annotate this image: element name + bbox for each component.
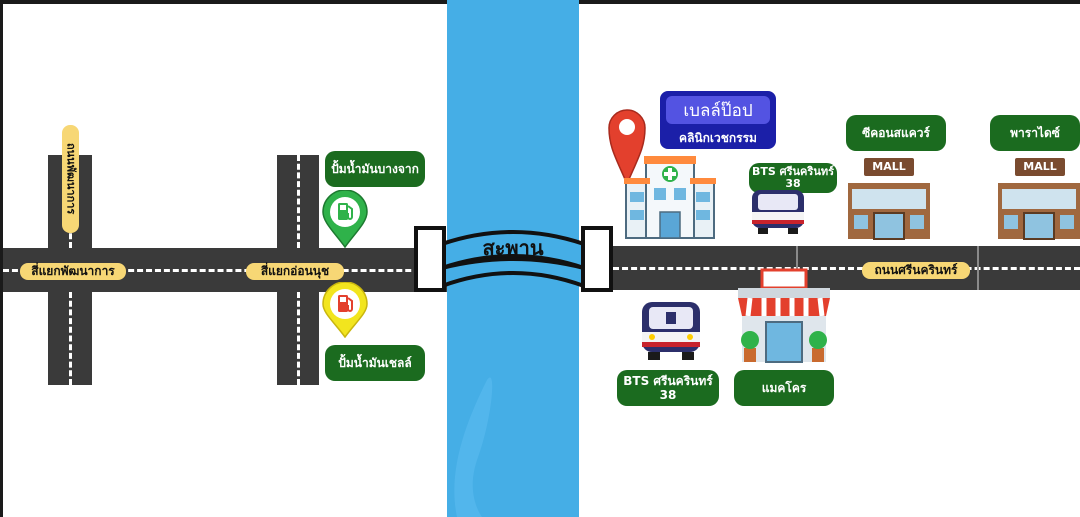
label-seacon-square: ซีคอนสแควร์ — [846, 115, 946, 151]
clinic-badge: เบลล์ป๊อป คลินิกเวชกรรม — [660, 91, 776, 149]
clinic-building-icon — [622, 154, 718, 244]
main-road-right-centerline — [613, 267, 1080, 270]
label-paradise: พาราไดซ์ — [990, 115, 1080, 151]
bridge-post-left — [414, 226, 446, 292]
clinic-subtitle: คลินิกเวชกรรม — [679, 131, 757, 145]
label-bangchak-gas-station: ปั้มน้ำมันบางจาก — [325, 151, 425, 187]
road-divider-1 — [796, 246, 798, 290]
bridge-post-right — [581, 226, 613, 292]
bridge-label: สะพาน — [482, 236, 544, 260]
shell-gas-station-pin-icon — [322, 281, 368, 342]
bts-train-upper-icon — [748, 186, 808, 240]
seacon-mall-sign: MALL — [864, 158, 914, 176]
road-label-pattanakarn: ถนนพัฒนาการ — [62, 125, 79, 233]
frame-left-border — [0, 0, 3, 517]
intersection-label-onnut: สี่แยกอ่อนนุช — [246, 263, 344, 280]
clinic-location-pin-icon — [608, 108, 646, 188]
label-bts-lower: BTS ศรีนครินทร์ 38 — [617, 370, 719, 406]
label-shell-gas-station: ปั้มน้ำมันเชลล์ — [325, 345, 425, 381]
label-bts-upper: BTS ศรีนครินทร์ 38 — [749, 163, 837, 193]
vertical-road-1-centerline-bottom — [69, 292, 72, 385]
clinic-name: เบลล์ป๊อป — [666, 96, 770, 124]
intersection-label-pattanakarn: สี่แยกพัฒนาการ — [20, 263, 126, 280]
vertical-road-2-centerline-bottom — [297, 292, 300, 385]
bangchak-gas-station-pin-icon — [322, 189, 368, 252]
river-wave-decoration — [454, 377, 493, 517]
paradise-mall-sign: MALL — [1015, 158, 1065, 176]
main-road-left-centerline — [3, 269, 447, 272]
vertical-road-2-centerline-top — [297, 155, 300, 248]
paradise-mall-building-icon — [994, 155, 1080, 245]
bts-train-lower-icon — [638, 298, 704, 366]
label-makro: แมคโคร — [734, 370, 834, 406]
road-divider-2 — [977, 246, 979, 290]
makro-shop-icon — [736, 268, 832, 368]
seacon-mall-building-icon — [844, 155, 934, 245]
road-label-srinakarin: ถนนศรีนครินทร์ — [862, 262, 970, 279]
